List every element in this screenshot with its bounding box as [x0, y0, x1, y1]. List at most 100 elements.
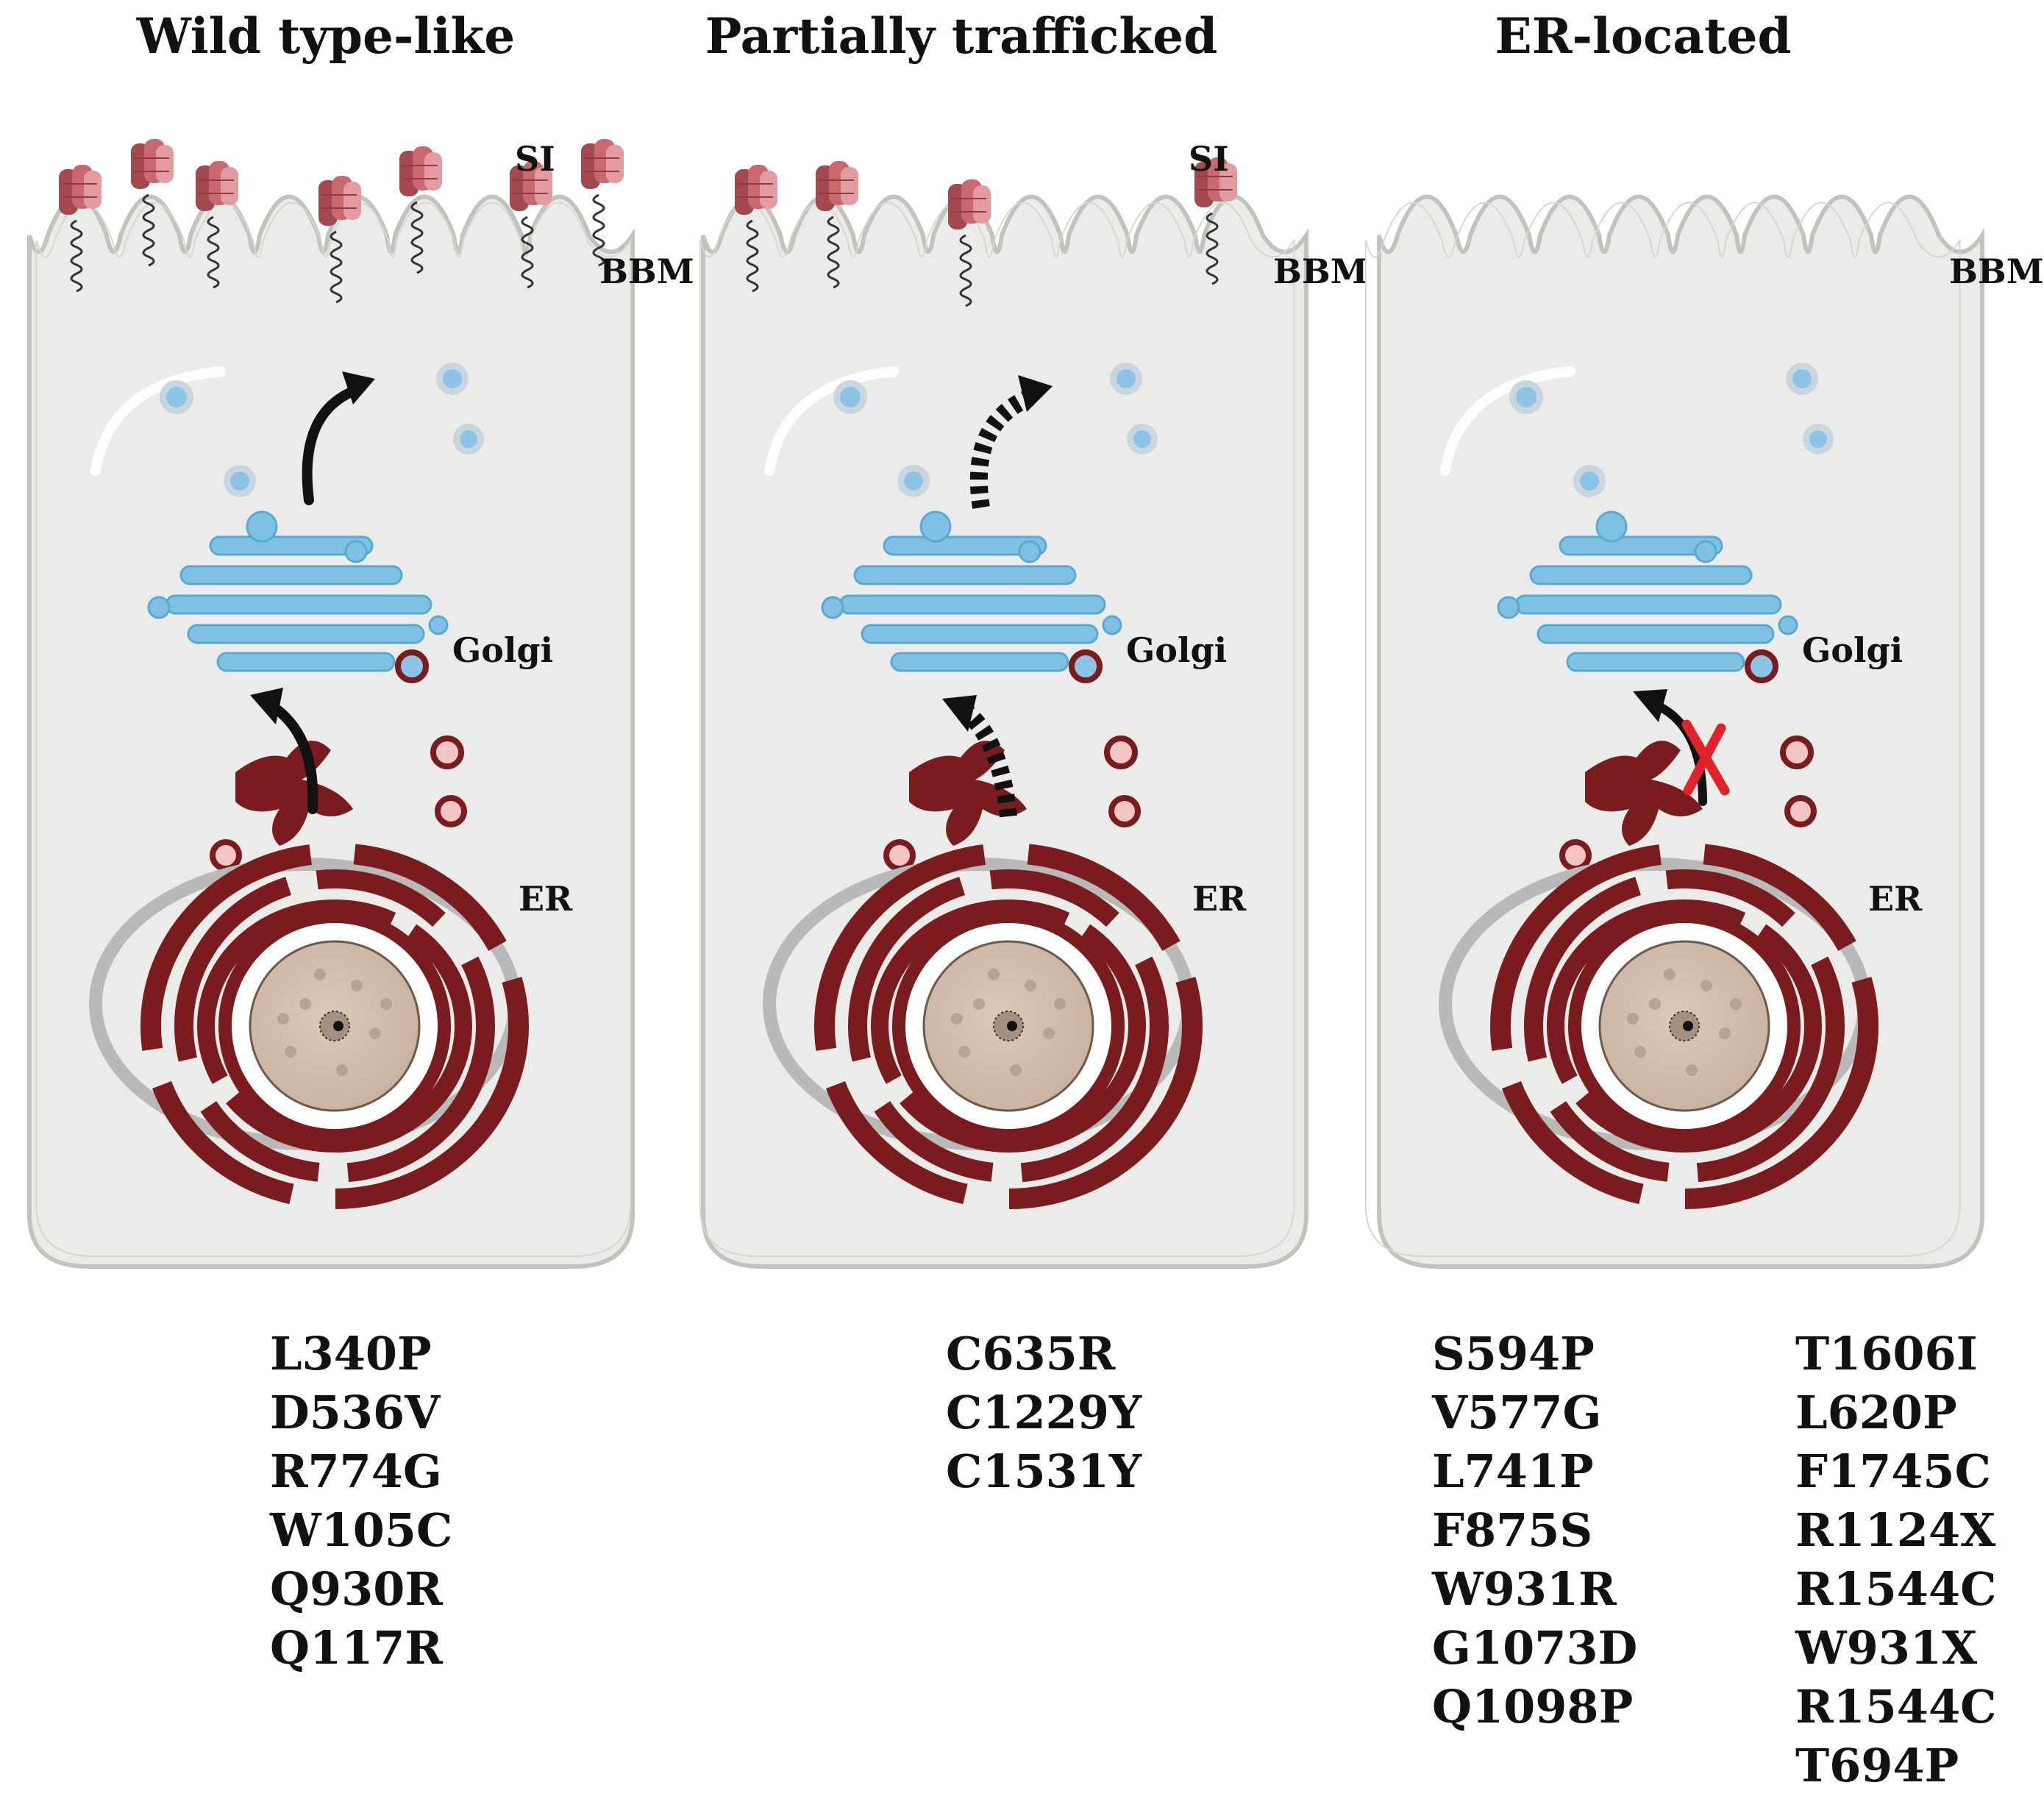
mutation-label: T694P: [1795, 1739, 1959, 1792]
label-bbm: BBM: [1273, 252, 1368, 291]
endoplasmic-reticulum: [1524, 869, 1845, 1183]
label-bbm: BBM: [1949, 252, 2044, 291]
transport-vesicle-core: [1809, 430, 1827, 448]
endoplasmic-reticulum: [871, 900, 1146, 1153]
label-si: SI: [515, 139, 555, 179]
golgi-cisterna: [209, 535, 374, 556]
endoplasmic-reticulum: [197, 900, 472, 1153]
golgi-cisterna: [1514, 594, 1782, 615]
chromatin-speck: [351, 980, 363, 991]
protein-tether: [827, 215, 840, 289]
golgi-cisterna: [838, 594, 1106, 615]
golgi-bud: [1102, 615, 1122, 635]
er-vesicle: [1104, 735, 1138, 769]
golgi-cisterna: [853, 565, 1077, 585]
endoplasmic-reticulum: [174, 869, 495, 1183]
sucrase-isomaltase-protein: [131, 139, 174, 189]
golgi-apparatus: [1497, 510, 1798, 672]
er-vesicle: [1784, 795, 1817, 827]
chromatin-speck: [1719, 1027, 1731, 1039]
endoplasmic-reticulum: [1547, 900, 1822, 1153]
panel-3: ER-locatedBBMGolgiERS594PV577GL741PF875S…: [1364, 7, 2044, 1792]
arrow-head: [1633, 689, 1667, 722]
sucrase-isomaltase-protein: [816, 161, 858, 211]
protein-tether: [959, 234, 972, 307]
label-golgi: Golgi: [1126, 630, 1227, 670]
chromatin-speck: [336, 1064, 348, 1076]
label-er: ER: [1868, 879, 1923, 919]
golgi-bud: [344, 540, 368, 563]
mutation-label: G1073D: [1432, 1621, 1637, 1675]
protein-domain: [973, 185, 991, 224]
mutation-label: Q1098P: [1432, 1680, 1633, 1734]
chromatin-speck: [285, 1046, 296, 1058]
golgi-cisterna: [216, 652, 396, 672]
golgi-bud: [147, 596, 171, 619]
sucrase-isomaltase-protein: [318, 176, 361, 226]
mutation-label: W105C: [269, 1503, 452, 1557]
protein-tether: [330, 230, 343, 304]
golgi-bud: [428, 615, 449, 635]
golgi-apparatus: [147, 510, 449, 672]
er-fragment: [1585, 741, 1703, 846]
golgi-bud: [246, 510, 278, 543]
transport-vesicle-core: [166, 387, 187, 407]
mutation-label: R1544C: [1795, 1562, 1996, 1616]
chromatin-speck: [380, 998, 392, 1010]
chromatin-speck: [1686, 1064, 1698, 1076]
chromatin-speck: [958, 1046, 970, 1058]
chromatin-speck: [951, 1013, 963, 1025]
endoplasmic-reticulum: [140, 843, 529, 1209]
mutation-label: V577G: [1431, 1386, 1601, 1439]
nucleolus-core: [1683, 1021, 1693, 1031]
protein-domain: [760, 171, 777, 209]
protein-domain: [1219, 163, 1237, 202]
golgi-cisterna: [861, 624, 1099, 644]
golgi-bud: [1595, 510, 1628, 543]
transport-vesicle-core: [1516, 387, 1536, 407]
label-golgi: Golgi: [452, 630, 553, 670]
sucrase-isomaltase-protein: [1194, 157, 1237, 207]
trafficking-arrow-dashed: [961, 707, 1017, 818]
chromatin-speck: [314, 969, 326, 980]
golgi-cisterna: [1529, 565, 1753, 585]
golgi-cisterna: [883, 535, 1047, 556]
golgi-cisterna: [1536, 624, 1775, 644]
mutation-label: R774G: [270, 1444, 442, 1498]
golgi-bud: [1497, 596, 1520, 619]
blocked-mark: [1683, 723, 1726, 796]
arrow-head: [342, 371, 375, 405]
panel-title: Partially trafficked: [705, 7, 1218, 65]
panels: Wild type-likeSIBBMGolgiERL340PD536VR774…: [27, 7, 2044, 1792]
chromatin-speck: [1010, 1064, 1022, 1076]
er-vesicle: [210, 839, 242, 872]
protein-domain: [841, 167, 858, 205]
golgi-cisterna: [1559, 535, 1723, 556]
label-er: ER: [1192, 879, 1247, 919]
transport-vesicle-core: [1792, 369, 1812, 388]
chromatin-speck: [1054, 998, 1066, 1010]
panel-title: ER-located: [1495, 7, 1791, 65]
mutation-label: L741P: [1432, 1444, 1594, 1498]
golgi-bud: [919, 510, 952, 543]
arrow-head: [1018, 375, 1053, 412]
mutation-label: Q117R: [270, 1621, 443, 1675]
chromatin-speck: [369, 1027, 381, 1039]
mutation-label: C635R: [946, 1327, 1116, 1381]
golgi-cisterna: [187, 624, 425, 644]
mutation-label: W931R: [1431, 1562, 1617, 1616]
protein-tether: [521, 215, 534, 289]
protein-domain: [535, 167, 552, 205]
cell-highlight: [90, 366, 226, 476]
sucrase-isomaltase-protein: [196, 161, 238, 211]
golgi-bud: [1018, 540, 1041, 563]
chromatin-speck: [1043, 1027, 1055, 1039]
golgi-bud: [1778, 615, 1798, 635]
sucrase-isomaltase-protein: [581, 139, 624, 189]
chromatin-speck: [988, 969, 1000, 980]
protein-tether: [592, 193, 605, 267]
protein-tether: [410, 201, 424, 274]
nucleolus-core: [333, 1021, 343, 1031]
cell-inner-outline: [699, 202, 1295, 1258]
